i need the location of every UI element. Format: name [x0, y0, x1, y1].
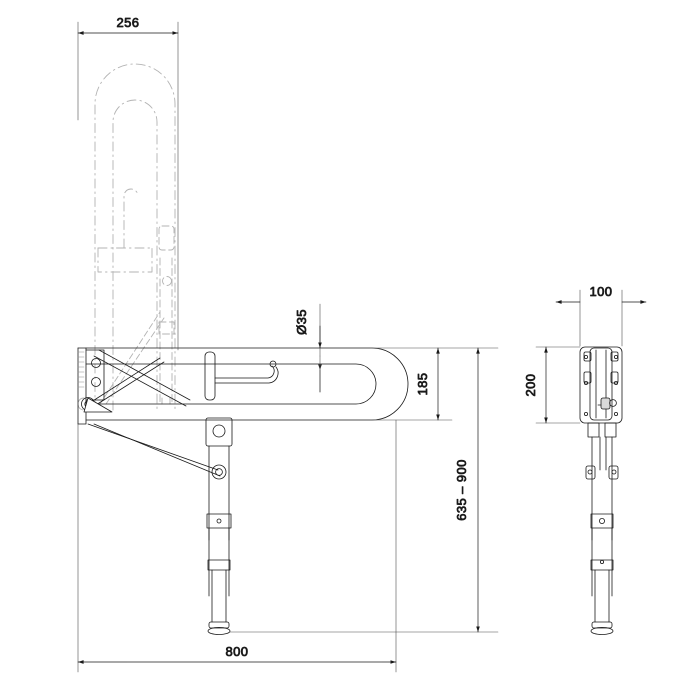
- dimension-800-label: 800: [226, 644, 249, 659]
- dimension-200-label: 200: [523, 374, 538, 397]
- accessory-hook: [204, 351, 279, 401]
- dimension-185-label: 185: [415, 373, 430, 396]
- dimension-diameter-label: Ø35: [294, 309, 309, 335]
- dimension-100: [555, 289, 647, 347]
- folded-position-phantom: [94, 63, 176, 411]
- hinge-diagonal-brace: [83, 349, 191, 413]
- lower-support-brace: [87, 423, 221, 477]
- telescopic-support-leg-side: [205, 417, 233, 636]
- dimension-185: [371, 347, 499, 421]
- dimension-800: [77, 419, 397, 673]
- dimension-height-range: [229, 347, 499, 633]
- dimension-256: [77, 21, 179, 351]
- telescopic-support-leg-front: [585, 422, 619, 636]
- dimension-height-range-label: 635 – 900: [454, 459, 469, 520]
- dimension-256-label: 256: [117, 15, 140, 30]
- folded-leg-phantom: [77, 225, 175, 411]
- dimension-100-label: 100: [590, 284, 613, 299]
- wall-mounting-plate-front: [579, 346, 623, 424]
- grab-bar-side-profile: [85, 347, 409, 421]
- dimension-200: [535, 346, 581, 424]
